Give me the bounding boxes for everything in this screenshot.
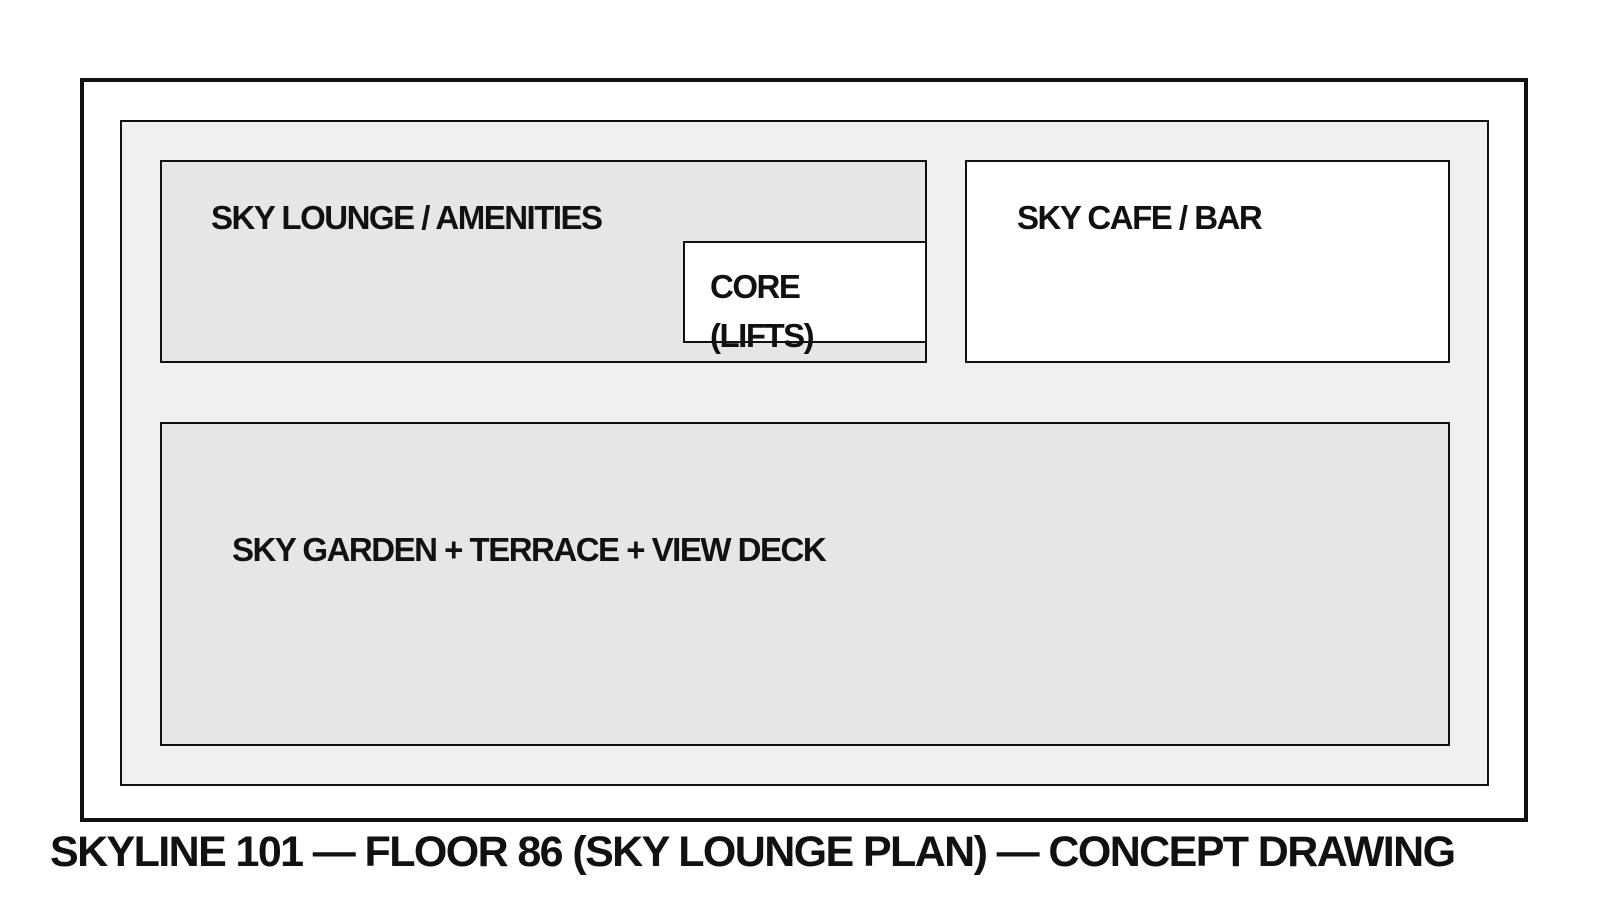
- drawing-caption: SKYLINE 101 — FLOOR 86 (SKY LOUNGE PLAN)…: [50, 828, 1456, 876]
- core-label-line1: CORE: [710, 268, 801, 305]
- room-core-lifts: [683, 241, 927, 343]
- core-label-line2: (LIFTS): [710, 317, 815, 354]
- sky-cafe-label: SKY CAFE / BAR: [1017, 199, 1263, 236]
- room-sky-garden: [160, 422, 1450, 746]
- sky-lounge-label: SKY LOUNGE / AMENITIES: [211, 199, 603, 236]
- core-label: CORE (LIFTS): [710, 262, 815, 360]
- room-sky-cafe: [965, 160, 1450, 363]
- sky-garden-label: SKY GARDEN + TERRACE + VIEW DECK: [232, 531, 827, 568]
